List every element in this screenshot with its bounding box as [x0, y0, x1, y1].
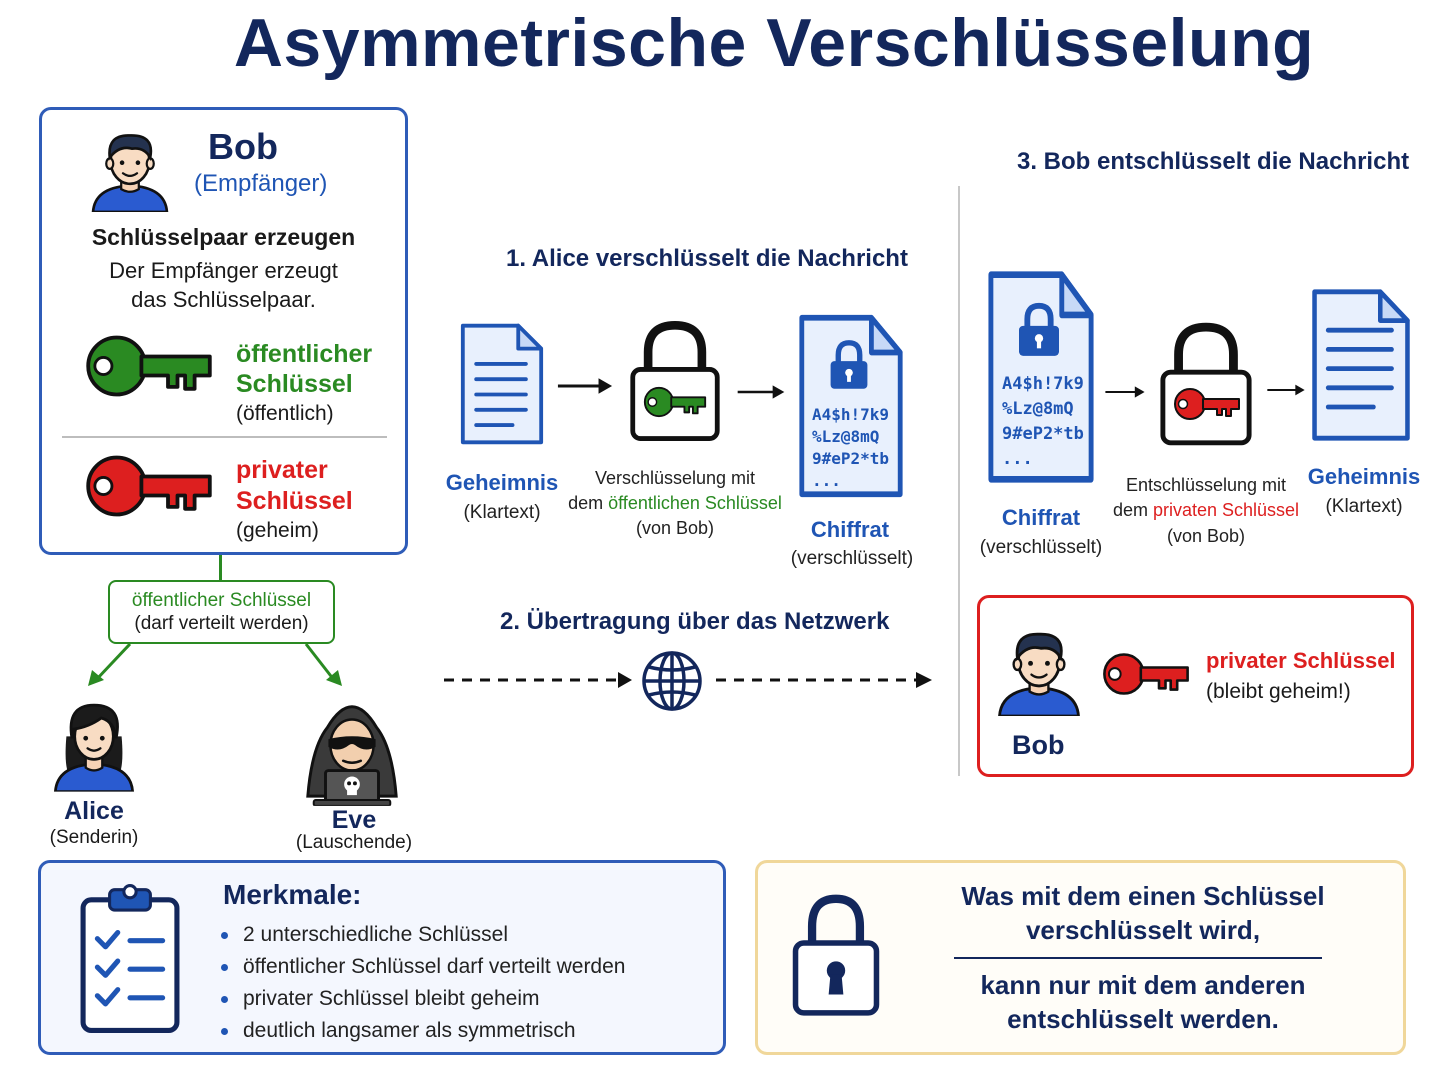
- padlock-icon: [792, 894, 880, 1016]
- public-key-label-2: Schlüssel: [236, 370, 353, 398]
- cipher-line: 9#eP2*tb: [812, 449, 890, 468]
- distribution-line-1: öffentlicher Schlüssel: [131, 590, 312, 611]
- decryption-op-prefix: dem: [1112, 500, 1153, 520]
- keypair-desc-2: das Schlüsselpaar.: [131, 287, 316, 312]
- features-list: 2 unterschiedliche Schlüssel öffentliche…: [219, 919, 625, 1047]
- features-heading: Merkmale:: [223, 879, 362, 910]
- cipher-line: A4$h!7k9: [1002, 374, 1084, 394]
- step3-plaintext-label: Geheimnis: [1307, 464, 1421, 489]
- encryption-op-line-2: dem öffentlichen Schlüssel: [550, 493, 800, 514]
- decryption-op-line-3: (von Bob): [1166, 526, 1246, 546]
- arrow-icon: [1266, 380, 1306, 400]
- private-key-in-lock-icon: [1172, 384, 1242, 424]
- page-title: Asymmetrische Verschlüsselung: [233, 5, 1315, 81]
- person-icon: [992, 616, 1086, 722]
- private-key-note: (geheim): [236, 519, 319, 542]
- cipher-line: 9#eP2*tb: [1002, 424, 1084, 444]
- step1-cipher-note: (verschlüsselt): [790, 548, 914, 569]
- arrow-icon: [556, 376, 614, 396]
- clipboard-checklist-icon: [80, 884, 180, 1033]
- arrow-icon: [736, 382, 786, 402]
- globe-icon: [642, 651, 702, 711]
- step1-cipher-text: A4$h!7k9 %Lz@8mQ 9#eP2*tb ...: [812, 404, 889, 492]
- keypair-desc-1: Der Empfänger erzeugt: [109, 258, 338, 283]
- divider: [62, 436, 387, 438]
- keypair-heading: Schlüsselpaar erzeugen: [91, 224, 356, 250]
- private-key-label-1: privater: [236, 456, 328, 484]
- plaintext-document-icon: [459, 314, 545, 454]
- section-divider: [958, 186, 960, 776]
- list-item: privater Schlüssel bleibt geheim: [219, 983, 625, 1015]
- lock-blue-icon: [1014, 300, 1064, 360]
- step1-plaintext-label: Geheimnis: [445, 470, 559, 495]
- public-key-note: (öffentlich): [236, 402, 334, 425]
- step2-heading: 2. Übertragung über das Netzwerk: [500, 608, 890, 635]
- principle-line-4: entschlüsselt werden.: [1007, 1004, 1279, 1034]
- bob-private-key-note: (bleibt geheim!): [1206, 680, 1351, 703]
- padlock-public-key-icon: [627, 312, 723, 448]
- private-key-icon: [80, 448, 218, 524]
- connector-line: [219, 555, 222, 581]
- public-key-distribution-label: öffentlicher Schlüssel (darf verteilt we…: [108, 580, 335, 644]
- eve-hacker-icon: [298, 688, 406, 806]
- list-item: 2 unterschiedliche Schlüssel: [219, 919, 625, 951]
- alice-role: (Senderin): [49, 827, 139, 848]
- eve-name: Eve: [331, 806, 377, 834]
- bob-keypair-box: Bob (Empfänger) Schlüsselpaar erzeugen D…: [39, 107, 408, 555]
- principle-box: Was mit dem einen Schlüssel verschlüssel…: [755, 860, 1406, 1055]
- step1-plaintext-note: (Klartext): [463, 502, 541, 523]
- step3-cipher-label: Chiffrat: [1001, 505, 1081, 530]
- step1-heading: 1. Alice verschlüsselt die Nachricht: [506, 245, 908, 272]
- public-key-icon: [80, 328, 218, 404]
- bob-name: Bob: [208, 126, 278, 167]
- public-key-label-1: öffentlicher: [236, 340, 373, 368]
- principle-line-1: Was mit dem einen Schlüssel: [961, 881, 1325, 911]
- step3-plaintext-note: (Klartext): [1325, 496, 1403, 517]
- padlock-private-key-icon: [1157, 312, 1255, 454]
- step3-cipher-text: A4$h!7k9 %Lz@8mQ 9#eP2*tb ...: [1002, 372, 1084, 472]
- public-key-in-lock-icon: [642, 383, 708, 421]
- principle-divider: [954, 957, 1322, 959]
- network-dashed-arrow: [444, 672, 932, 688]
- encryption-op-line-3: (von Bob): [635, 518, 715, 538]
- distribution-line-2: (darf verteilt werden): [134, 613, 309, 634]
- arrow-icon: [1104, 382, 1146, 402]
- step3-heading: 3. Bob entschlüsselt die Nachricht: [1017, 148, 1410, 175]
- encryption-op-prefix: dem: [568, 493, 609, 513]
- bob-private-key-label: privater Schlüssel: [1206, 648, 1396, 673]
- alice-avatar-icon: [48, 690, 140, 792]
- cipher-line: ...: [812, 471, 841, 490]
- features-box: Merkmale: 2 unterschiedliche Schlüssel ö…: [38, 860, 726, 1055]
- list-item: deutlich langsamer als symmetrisch: [219, 1015, 625, 1047]
- cipher-line: %Lz@8mQ: [812, 427, 880, 446]
- principle-line-2: verschlüsselt wird,: [1025, 915, 1261, 945]
- encryption-op-line-1: Verschlüsselung mit: [594, 468, 756, 488]
- distribution-arrows: [88, 642, 342, 686]
- private-key-label-2: Schlüssel: [236, 487, 353, 515]
- bob-role: (Empfänger): [194, 170, 328, 197]
- list-item: öffentlicher Schlüssel darf verteilt wer…: [219, 951, 625, 983]
- bob-private-key-box: Bob privater Schlüssel (bleibt geheim!): [977, 595, 1414, 777]
- cipher-line: A4$h!7k9: [812, 405, 890, 424]
- decryption-op-line-2: dem privaten Schlüssel: [1090, 500, 1322, 521]
- plaintext-document-icon: [1310, 287, 1412, 443]
- cipher-line: %Lz@8mQ: [1002, 399, 1074, 419]
- lock-blue-icon: [826, 338, 872, 392]
- bob-private-name: Bob: [1012, 730, 1065, 760]
- alice-name: Alice: [64, 797, 124, 825]
- step1-cipher-label: Chiffrat: [810, 517, 890, 542]
- private-key-icon: [1100, 648, 1192, 700]
- cipher-line: ...: [1002, 449, 1033, 469]
- encryption-op-key: öffentlichen Schlüssel: [608, 493, 782, 513]
- principle-line-3: kann nur mit dem anderen: [980, 970, 1306, 1000]
- decryption-op-key: privaten Schlüssel: [1152, 500, 1300, 520]
- decryption-op-line-1: Entschlüsselung mit: [1125, 475, 1287, 495]
- step3-cipher-note: (verschlüsselt): [979, 537, 1103, 558]
- eve-role: (Lauschende): [295, 832, 413, 853]
- person-icon: [86, 122, 174, 214]
